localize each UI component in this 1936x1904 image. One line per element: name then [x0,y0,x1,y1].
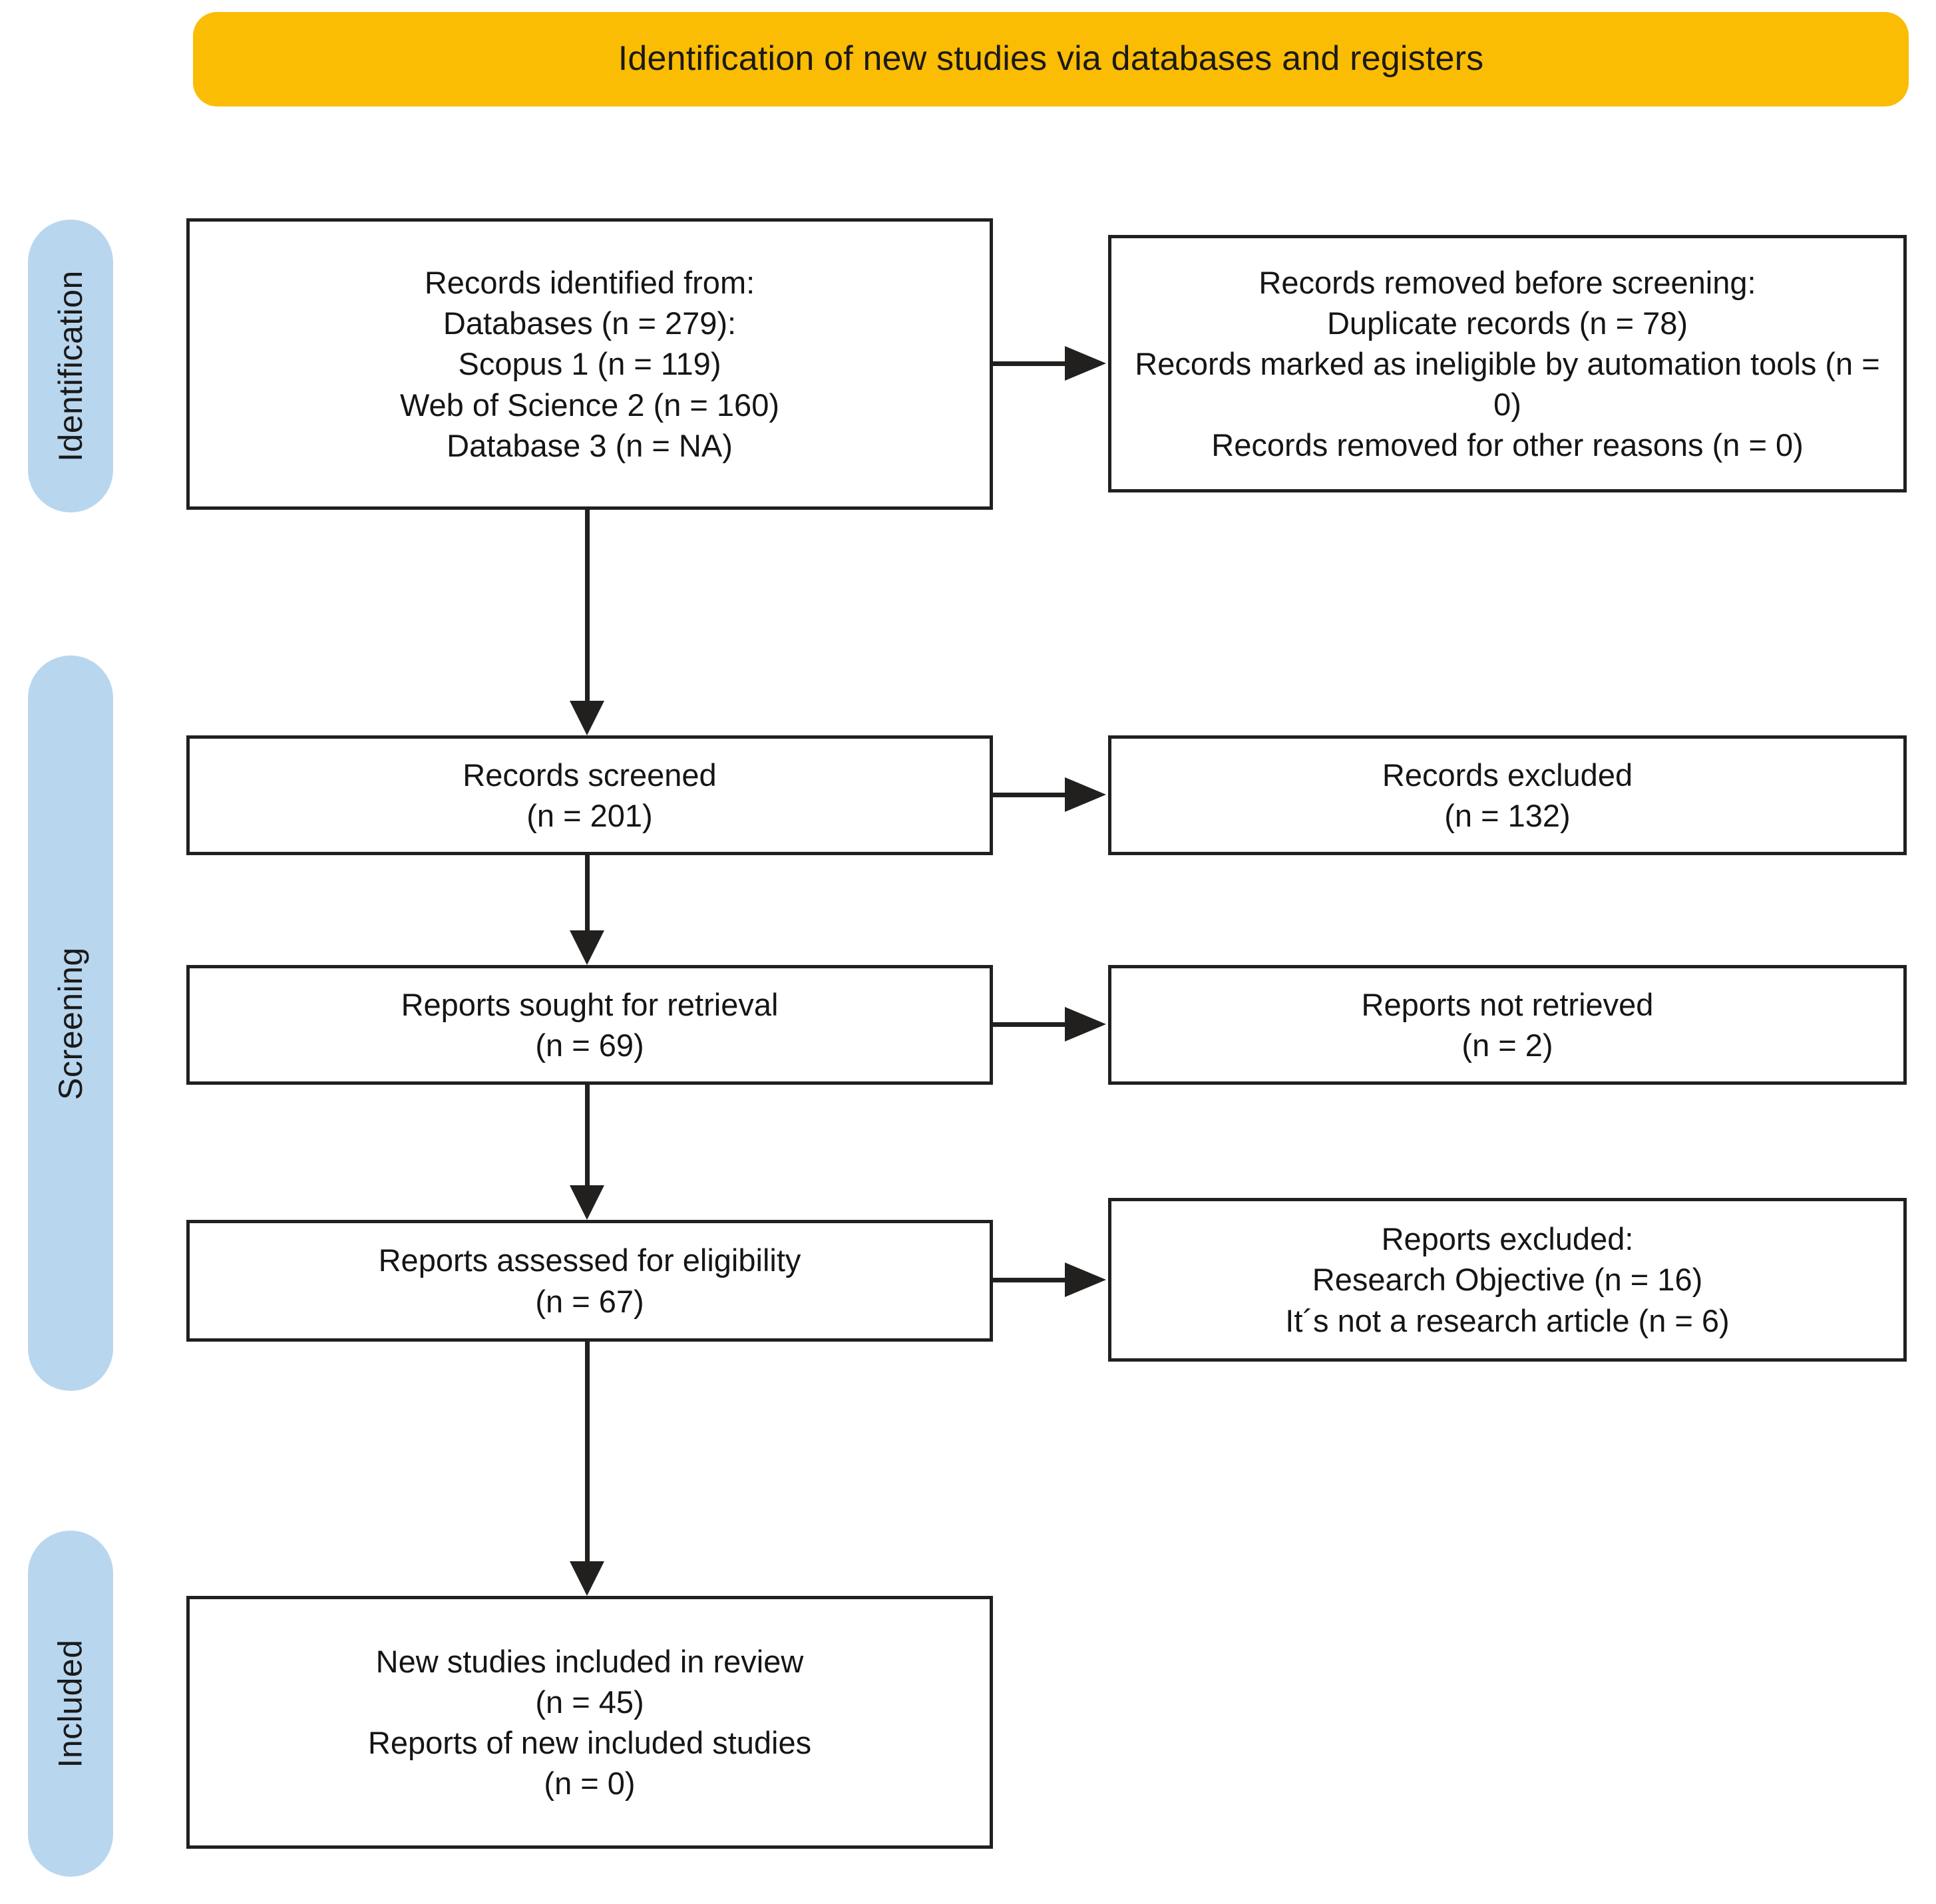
box-line: (n = 69) [535,1028,644,1063]
connector-identified-to-screened [585,510,590,703]
box-records-identified: Records identified from: Databases (n = … [186,218,993,510]
box-line: (n = 2) [1461,1028,1553,1063]
box-line: Records excluded [1382,757,1633,793]
box-new-studies-included: New studies included in review (n = 45) … [186,1596,993,1849]
arrowhead-down-icon [570,701,604,735]
box-line: Reports sought for retrieval [401,986,779,1022]
box-reports-not-retrieved: Reports not retrieved (n = 2) [1108,965,1907,1085]
box-line: (n = 67) [535,1283,644,1319]
page-title: Identification of new studies via databa… [618,39,1484,79]
box-line: (n = 45) [535,1684,644,1720]
connector-identified-to-removed [993,361,1071,366]
box-line: It´s not a research article (n = 6) [1285,1302,1730,1338]
connector-sought-to-assessed [585,1085,590,1185]
box-line: Databases (n = 279): [443,305,737,341]
box-line: Reports assessed for eligibility [378,1242,801,1278]
arrowhead-down-icon [570,930,604,965]
stage-label-identification: Identification [28,220,113,512]
connector-screened-to-sought [585,855,590,930]
box-line: (n = 132) [1444,798,1571,833]
box-reports-sought-for-retrieval: Reports sought for retrieval (n = 69) [186,965,993,1085]
stage-label-included-text: Included [52,1639,90,1768]
box-line: Reports not retrieved [1361,986,1654,1022]
box-reports-assessed-for-eligibility: Reports assessed for eligibility (n = 67… [186,1220,993,1342]
box-line: Records marked as ineligible by automati… [1135,345,1880,423]
box-line: Reports excluded: [1381,1221,1634,1257]
connector-assessed-to-included [585,1342,590,1561]
stage-label-screening-text: Screening [52,946,89,1100]
box-line: Records identified from: [424,265,755,301]
stage-label-identification-text: Identification [52,270,89,462]
box-line: Reports of new included studies [367,1725,812,1760]
box-reports-excluded-reasons: Reports excluded: Research Objective (n … [1108,1198,1907,1362]
connector-sought-to-not-retrieved [993,1022,1071,1027]
box-line: Scopus 1 (n = 119) [458,346,721,382]
box-records-excluded: Records excluded (n = 132) [1108,735,1907,855]
box-line: Database 3 (n = NA) [447,427,733,463]
arrowhead-down-icon [570,1185,604,1220]
box-line: Web of Science 2 (n = 160) [400,387,779,423]
box-line: Records removed before screening: [1258,264,1756,300]
box-records-removed-before-screening: Records removed before screening: Duplic… [1108,235,1907,492]
diagram-header-banner: Identification of new studies via databa… [193,12,1909,106]
box-line: Records removed for other reasons (n = 0… [1211,427,1804,463]
stage-label-included: Included [28,1531,113,1877]
arrowhead-right-icon [1065,346,1106,381]
stage-label-screening: Screening [28,656,113,1391]
box-line: Research Objective (n = 16) [1312,1262,1703,1298]
arrowhead-right-icon [1065,777,1106,812]
connector-screened-to-excluded [993,793,1071,797]
arrowhead-down-icon [570,1561,604,1596]
box-line: New studies included in review [375,1643,804,1679]
box-line: (n = 201) [526,798,653,833]
box-line: (n = 0) [544,1766,636,1802]
connector-assessed-to-reports-excluded [993,1278,1071,1282]
arrowhead-right-icon [1065,1007,1106,1042]
box-line: Duplicate records (n = 78) [1326,305,1688,341]
arrowhead-right-icon [1065,1262,1106,1297]
box-records-screened: Records screened (n = 201) [186,735,993,855]
box-line: Records screened [463,757,717,793]
